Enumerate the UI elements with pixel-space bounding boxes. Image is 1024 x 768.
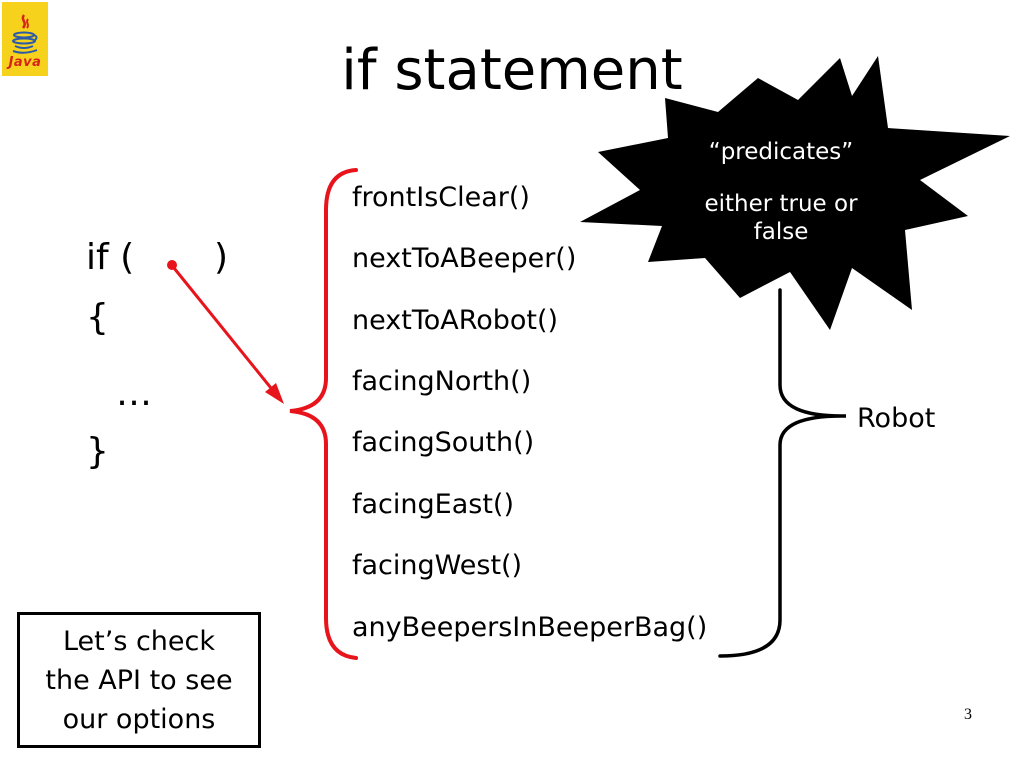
java-logo-text: Java xyxy=(8,55,42,70)
page-number: 3 xyxy=(964,706,972,723)
note-line: Let’s check xyxy=(62,625,216,657)
predicate-item: anyBeepersInBeeperBag() xyxy=(352,612,708,643)
starburst-heading: “predicates” xyxy=(708,139,854,165)
coffee-cup-icon xyxy=(12,14,38,54)
note-box: Let’s check the API to see our options xyxy=(17,612,261,748)
code-brace-open: { xyxy=(86,297,109,338)
predicate-item: nextToARobot() xyxy=(352,305,559,336)
black-curly-brace xyxy=(718,288,847,658)
red-arrow-line xyxy=(172,267,277,394)
predicate-item: facingSouth() xyxy=(352,427,535,458)
note-line: our options xyxy=(62,703,216,735)
robot-label: Robot xyxy=(857,403,936,434)
red-arrow-head-icon xyxy=(265,383,284,404)
predicate-item: frontIsClear() xyxy=(352,182,530,213)
java-logo: Java xyxy=(2,2,48,76)
starburst-text: “predicates” either true or false xyxy=(676,138,886,246)
red-dot-icon xyxy=(167,260,177,270)
predicate-item: facingWest() xyxy=(352,550,523,581)
note-line: the API to see xyxy=(45,664,233,696)
predicate-item: facingNorth() xyxy=(352,366,532,397)
code-if-open: if ( xyxy=(86,237,135,278)
slide-title: if statement xyxy=(341,38,683,103)
starburst-description: either true or false xyxy=(704,191,858,245)
code-if-close: ) xyxy=(214,237,229,278)
predicate-item: nextToABeeper() xyxy=(352,243,577,274)
code-brace-close: } xyxy=(86,431,109,472)
predicate-item: facingEast() xyxy=(352,489,514,520)
code-ellipsis: … xyxy=(116,373,152,414)
red-curly-brace xyxy=(289,168,358,660)
